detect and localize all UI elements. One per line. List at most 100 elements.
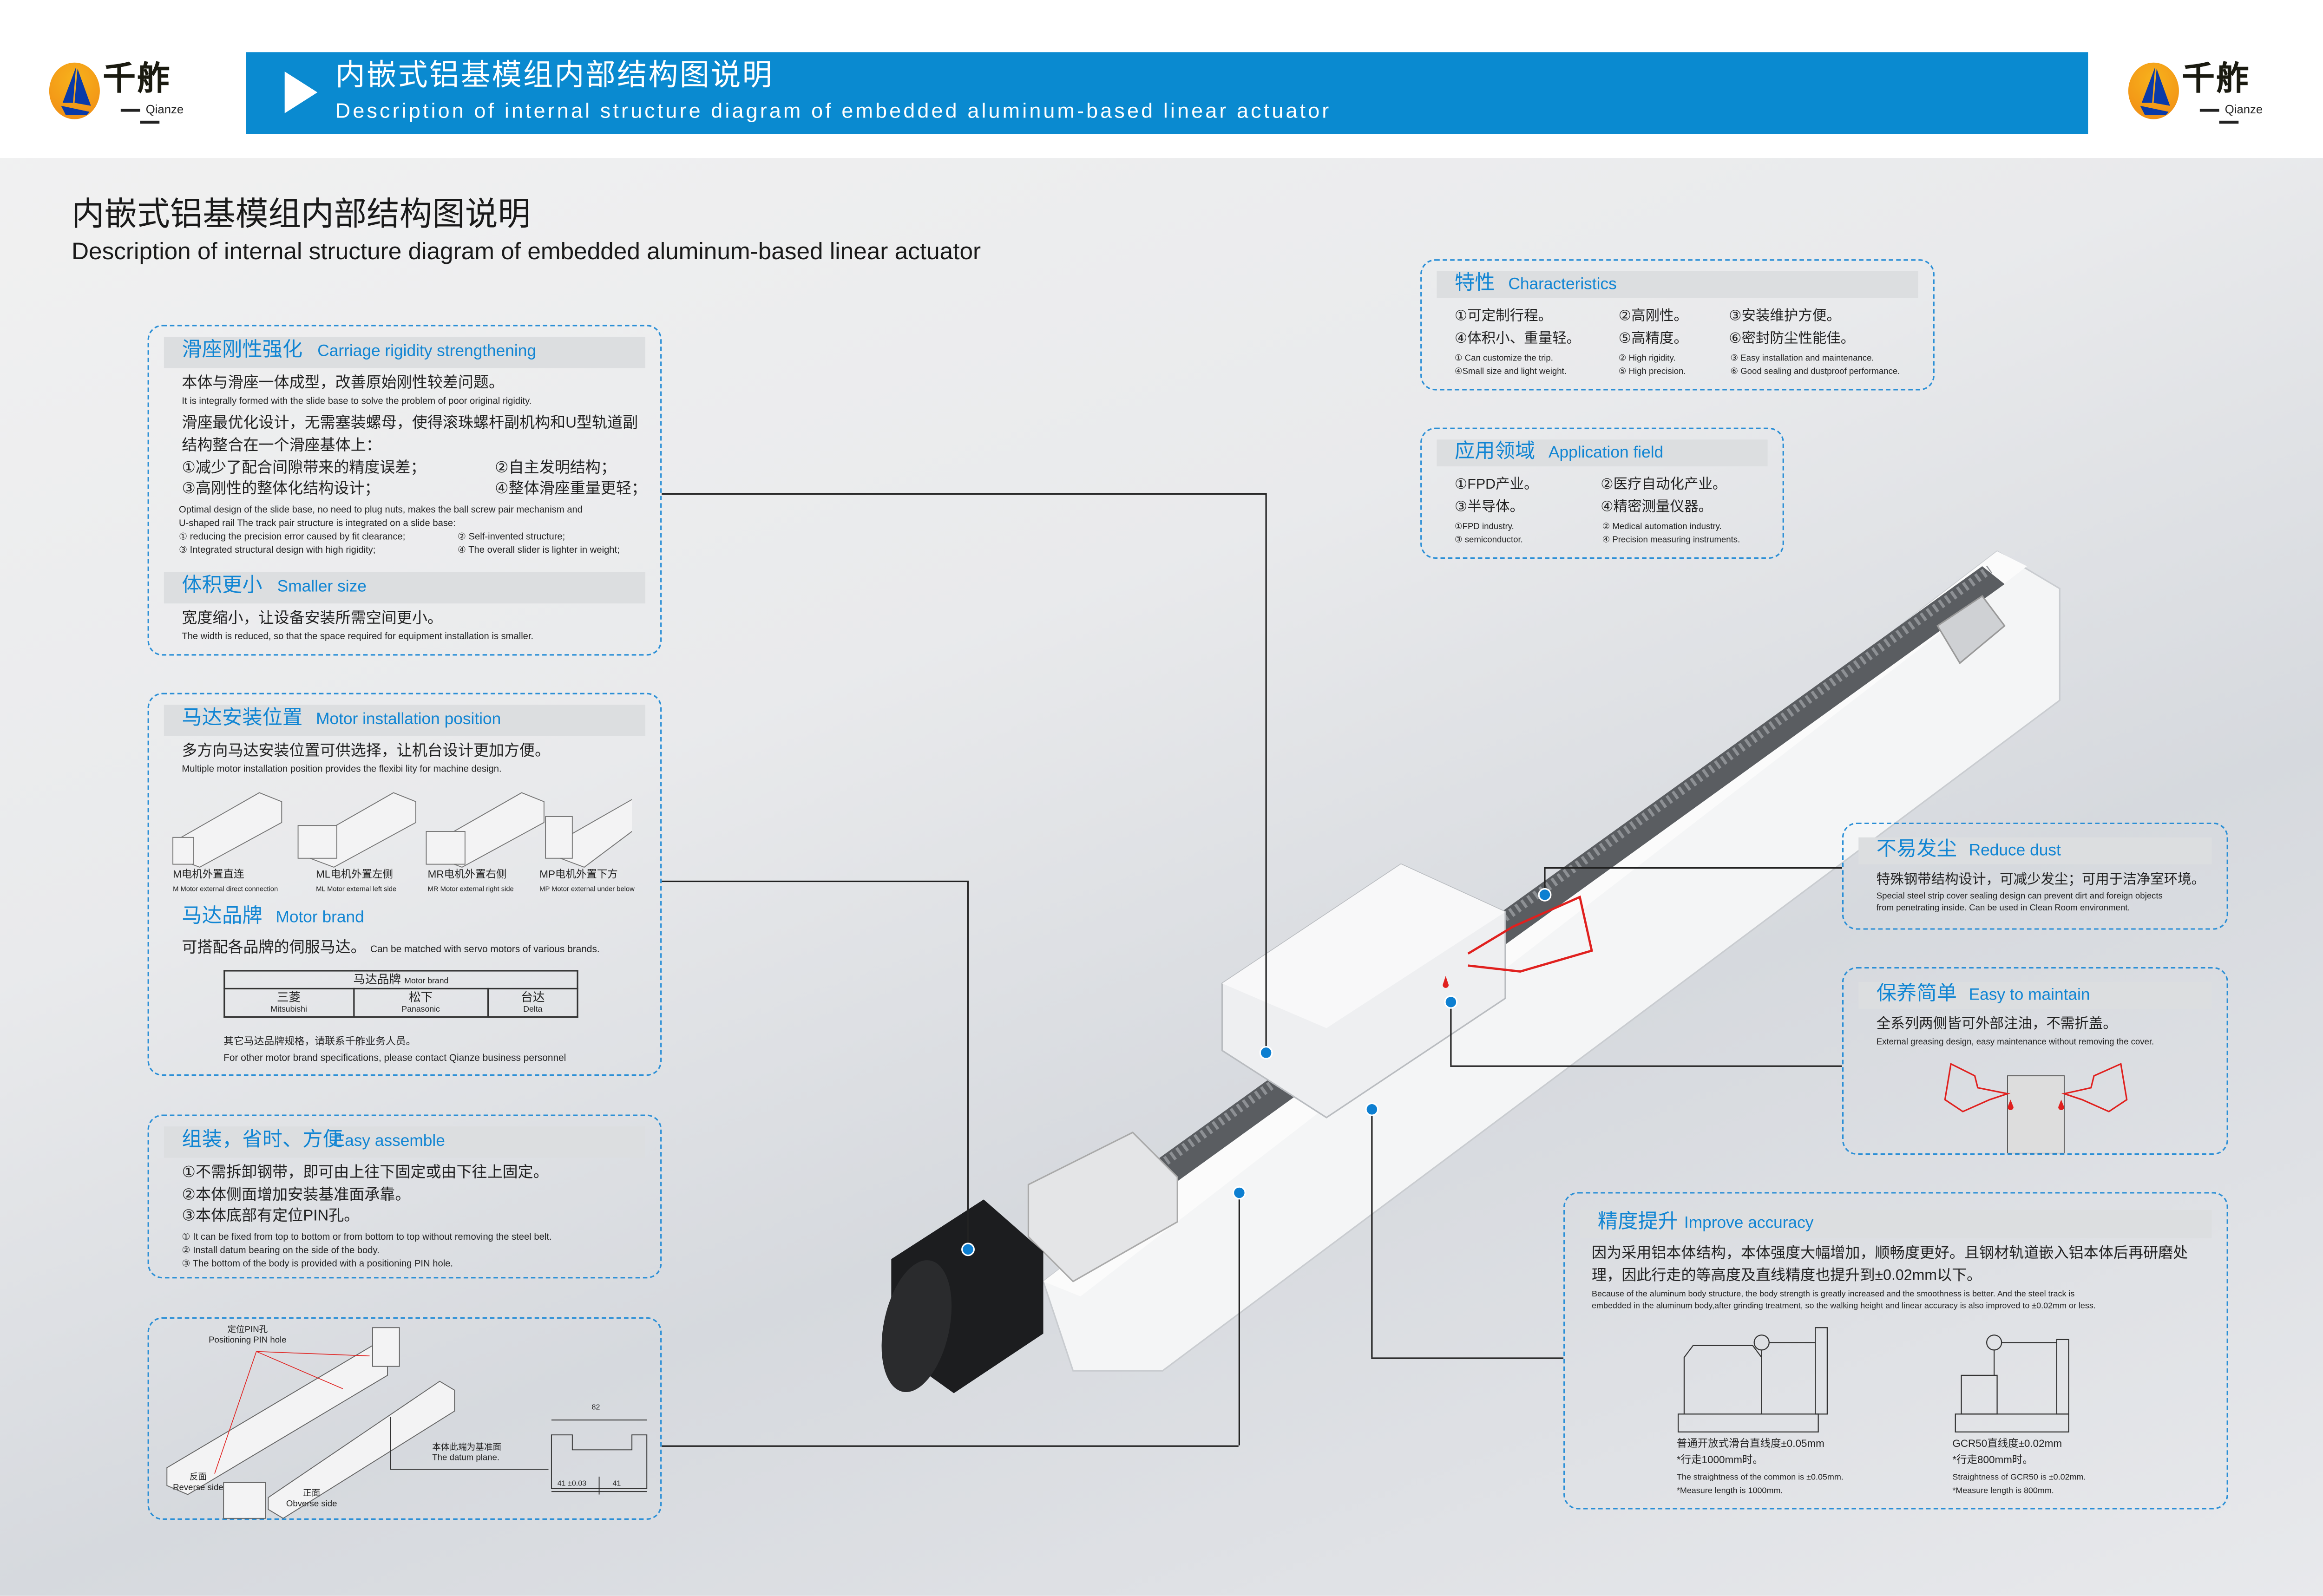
label: The datum plane. — [432, 1453, 500, 1463]
list-item: ④整体滑座重量更轻； — [495, 481, 647, 498]
dimension-label: 41 — [612, 1479, 621, 1489]
text: Because of the aluminum body structure, … — [1592, 1290, 2075, 1300]
dimension-label: 82 — [591, 1403, 600, 1413]
text: *行走1000mm时。 — [1676, 1456, 1763, 1466]
callout-line — [1238, 1192, 1240, 1446]
list-item: ⑥ Good sealing and dustproof performance… — [1730, 368, 1900, 377]
text: *Measure length is 1000mm. — [1676, 1487, 1783, 1496]
option-label: ML电机外置左侧 — [316, 870, 394, 881]
callout-dot — [961, 1243, 975, 1256]
list-item: ①FPD industry. — [1454, 523, 1514, 532]
text: 理，因此行走的等高度及直线精度也提升到±0.02mm以下。 — [1592, 1268, 1982, 1285]
text: Can be matched with servo motors of vari… — [370, 944, 600, 955]
section-title-cn: 体积更小 — [182, 574, 262, 596]
section-title-cn: 马达品牌 — [182, 904, 262, 927]
section-title-en: Application field — [1549, 444, 1664, 462]
list-item: ②医疗自动化产业。 — [1601, 477, 1727, 493]
list-item: ④精密测量仪器。 — [1601, 499, 1713, 516]
option-label: MP电机外置下方 — [539, 870, 618, 881]
header: 千舴 Qianze 内嵌式铝基模组内部结构图说明 Description of … — [0, 0, 2323, 158]
section-title-cn: 保养简单 — [1876, 982, 1957, 1005]
text: Special steel strip cover sealing design… — [1876, 892, 2163, 902]
straightness-test-drawing — [1677, 1327, 2069, 1432]
qianze-logo-left: 千舴 Qianze — [49, 59, 198, 122]
callout-line — [1371, 1357, 1564, 1359]
text: *Measure length is 800mm. — [1952, 1487, 2054, 1496]
banner-title-cn: 内嵌式铝基模组内部结构图说明 — [335, 59, 774, 92]
callout-line — [967, 880, 969, 1249]
label: Obverse side — [286, 1500, 337, 1509]
text: 本体与滑座一体成型，改善原始刚性较差问题。 — [182, 375, 505, 392]
list-item: ③半导体。 — [1454, 499, 1524, 516]
text: 多方向马达安装位置可供选择，让机台设计更加方便。 — [182, 743, 551, 760]
list-item: ④ Precision measuring instruments. — [1602, 536, 1740, 546]
callout-line — [1265, 493, 1267, 1051]
callout-line — [662, 1445, 1239, 1447]
dimension-label: 41 ±0.03 — [557, 1479, 587, 1489]
page-subtitle: Description of internal structure diagra… — [71, 240, 981, 266]
text: Optimal design of the slide base, no nee… — [178, 505, 583, 516]
section-title-cn: 特性 — [1454, 271, 1495, 294]
list-item: ③本体底部有定位PIN孔。 — [182, 1208, 360, 1225]
section-title-en: Easy assemble — [334, 1132, 445, 1151]
option-label: M Motor external direct connection — [173, 885, 278, 893]
section-title-en: Carriage rigidity strengthening — [317, 342, 537, 361]
text: 普通开放式滑台直线度±0.05mm — [1676, 1439, 1824, 1450]
text: U-shaped rail The track pair structure i… — [178, 518, 456, 529]
text: 因为采用铝本体结构，本体强度大幅增加，顺畅度更好。且钢材轨道嵌入铝本体后再研磨处 — [1592, 1245, 2188, 1262]
section-title-en: Motor installation position — [316, 711, 501, 729]
section-title-en: Reduce dust — [1969, 842, 2061, 860]
list-item: ②自主发明结构； — [495, 460, 616, 477]
text: Multiple motor installation position pro… — [182, 764, 502, 775]
label: Reverse side — [173, 1483, 223, 1493]
option-label: M电机外置直连 — [173, 870, 244, 881]
list-item: ① It can be fixed from top to bottom or … — [182, 1232, 552, 1243]
play-triangle-icon — [284, 71, 318, 113]
text: *行走800mm时。 — [1952, 1456, 2033, 1466]
logo-subtext: Qianze — [103, 104, 195, 128]
list-item: ①FPD产业。 — [1454, 477, 1538, 493]
callout-dot — [1259, 1046, 1273, 1060]
list-item: ① reducing the precision error caused by… — [178, 532, 406, 543]
list-item: ② Medical automation industry. — [1602, 523, 1722, 532]
text: 结构整合在一个滑座基体上： — [182, 438, 381, 455]
banner-title-en: Description of internal structure diagra… — [335, 98, 1332, 123]
label: 正面 — [303, 1490, 321, 1499]
dimension-drawing — [166, 1327, 648, 1519]
qianze-logo-right: 千舴 Qianze — [2128, 62, 2277, 122]
section-title-en: Motor brand — [276, 909, 364, 927]
logo-subtext: Qianze — [2182, 104, 2274, 128]
list-item: ⑤高精度。 — [1618, 331, 1688, 347]
callout-line — [1450, 1001, 1452, 1066]
text: Straightness of GCR50 is ±0.02mm. — [1952, 1473, 2086, 1483]
text: The straightness of the common is ±0.05m… — [1676, 1473, 1844, 1483]
list-item: ②本体侧面增加安装基准面承靠。 — [182, 1187, 411, 1204]
text: 宽度缩小，让设备安装所需空间更小。 — [182, 611, 443, 628]
list-item: ④ The overall slider is lighter in weigh… — [457, 545, 620, 556]
label: 反面 — [189, 1473, 207, 1483]
logo-text: 千舴 — [103, 59, 171, 98]
list-item: ③ The bottom of the body is provided wit… — [182, 1259, 453, 1270]
grease-point-drawing — [1944, 1063, 2128, 1153]
option-label: MP Motor external under below — [539, 885, 635, 893]
callout-line — [1450, 1065, 1842, 1067]
list-item: ①可定制行程。 — [1454, 308, 1553, 325]
table-header: Motor brand — [404, 977, 449, 987]
callout-dot — [1538, 888, 1552, 902]
section-title-en: Smaller size — [277, 578, 367, 596]
list-item: ③ Integrated structural design with high… — [178, 545, 376, 556]
section-title-cn: 精度提升 — [1597, 1210, 1679, 1232]
table-header: 马达品牌 — [353, 973, 401, 987]
list-item: ③ Easy installation and maintenance. — [1730, 354, 1874, 364]
list-item: ⑤ High precision. — [1618, 368, 1686, 377]
text: embedded in the aluminum body,after grin… — [1592, 1302, 2096, 1311]
section-title-en: Characteristics — [1508, 275, 1617, 294]
